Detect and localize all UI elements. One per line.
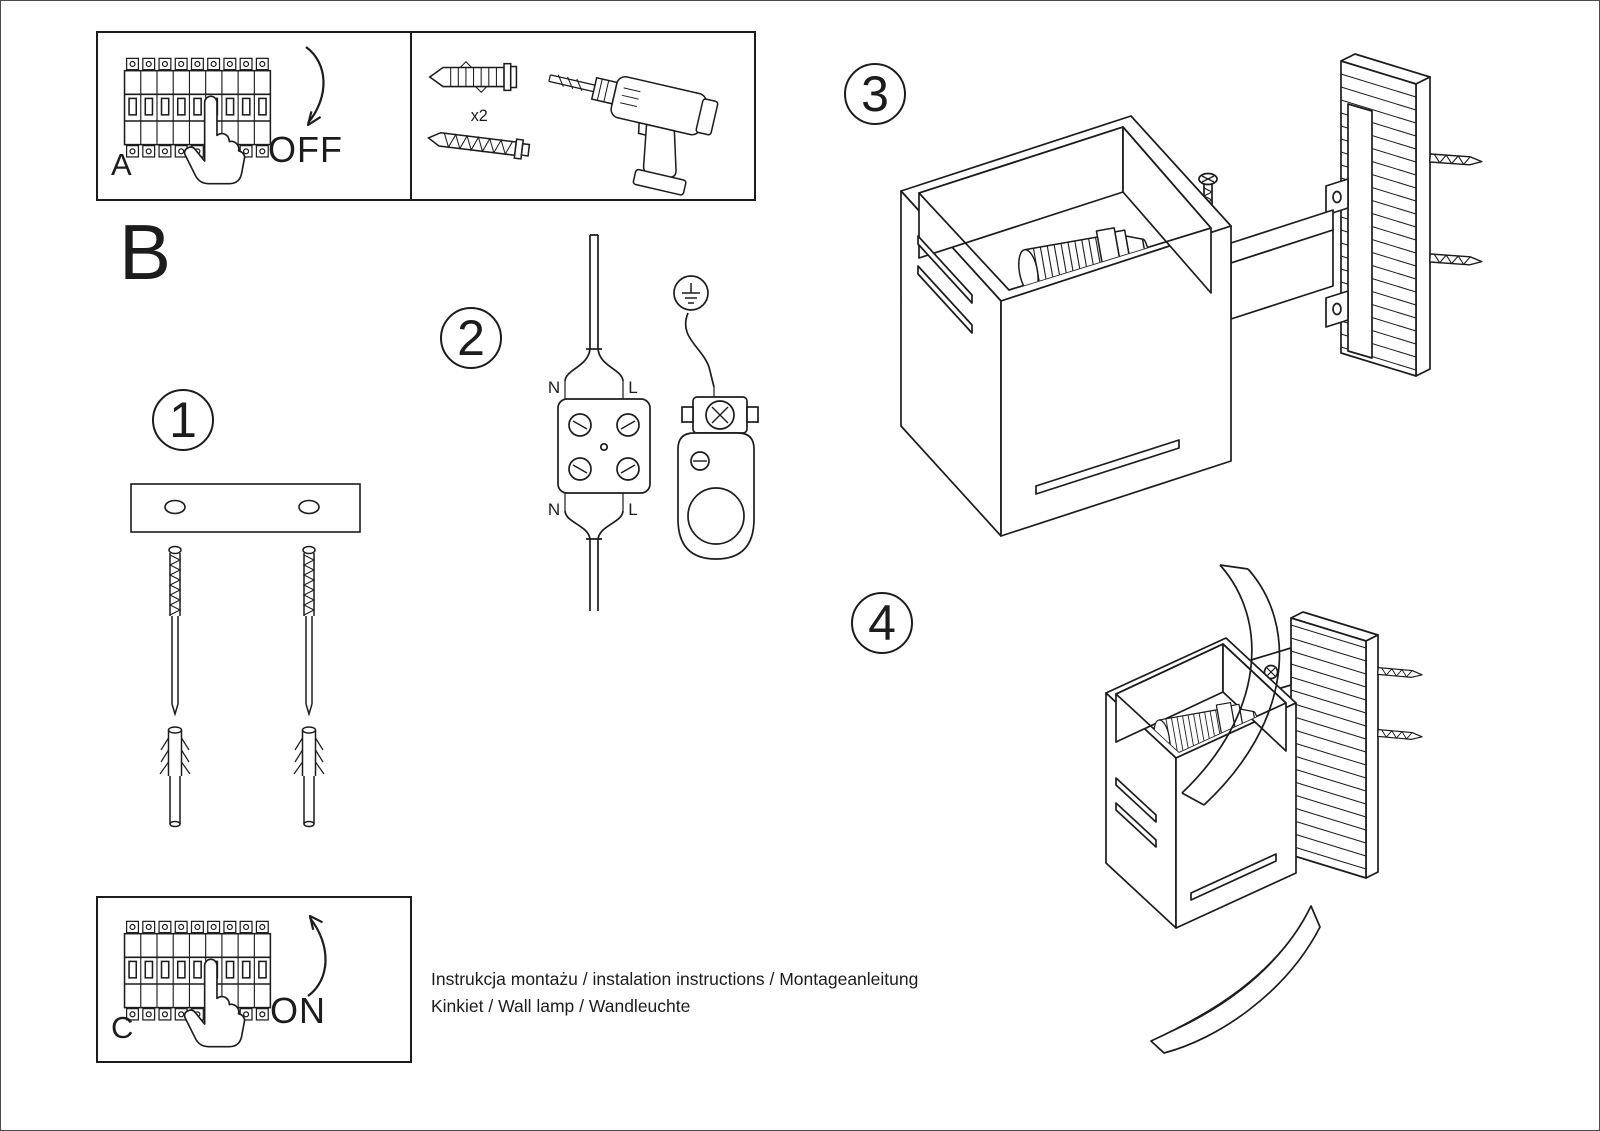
footer-line-2: Kinkiet / Wall lamp / Wandleuchte: [431, 996, 691, 1016]
step2-drawing: N L N L: [548, 234, 759, 611]
plate-hole-left: [164, 499, 186, 515]
wall-screw-top-icon: [1376, 666, 1424, 679]
footer: Instrukcja montażu / instalation instruc…: [431, 966, 918, 1020]
step-number: 1: [169, 392, 197, 448]
step-3-badge: 3: [844, 63, 906, 125]
section-c-power-on: ON C: [96, 896, 412, 1063]
on-label: ON: [270, 990, 326, 1031]
wall-plate: [1290, 611, 1379, 879]
step1-drawing: [130, 483, 361, 828]
screw-anchor-right-icon: [293, 545, 325, 828]
step-2-badge: 2: [440, 307, 502, 369]
step-number: 3: [861, 66, 889, 122]
ground-connector-icon: [673, 275, 759, 560]
circuit-breaker-drawing: [114, 45, 284, 197]
anchor-qty-label: x2: [471, 107, 488, 125]
step-4-badge: 4: [851, 592, 913, 654]
section-b-label: B: [119, 208, 172, 296]
wall-anchor-icon: [428, 61, 518, 94]
step4-drawing: [1105, 564, 1424, 1054]
step-number: 4: [868, 595, 896, 651]
lamp-housing: [900, 115, 1232, 537]
arrow-up-icon: [307, 914, 327, 997]
mounting-plate: [130, 483, 361, 533]
off-label: OFF: [268, 129, 343, 170]
mounting-arm: [1230, 209, 1334, 320]
label-n-bottom: N: [548, 500, 560, 519]
circuit-breaker-drawing: [114, 908, 284, 1060]
section-c-label: C: [111, 1010, 134, 1045]
label-l-bottom: L: [628, 500, 637, 519]
section-a-label: A: [111, 147, 132, 182]
circuit-breaker-icon: [125, 921, 271, 1046]
glass-diffuser-icon: [1150, 564, 1321, 1054]
screw-icon: [426, 131, 531, 160]
section-a-power-off: OFF A: [96, 31, 412, 201]
step-number: 2: [457, 310, 485, 366]
drill-icon: [548, 74, 719, 196]
section-tools: x2: [410, 31, 756, 201]
arrow-down-icon: [305, 46, 325, 127]
wall-screw-bottom-icon: [1428, 253, 1484, 267]
mounting-bracket: [1325, 103, 1373, 359]
label-n-top: N: [548, 378, 560, 397]
screw-anchor-left-icon: [159, 545, 191, 828]
wall-screw-top-icon: [1428, 153, 1484, 167]
lamp-housing: [1105, 637, 1297, 929]
step-1-badge: 1: [152, 389, 214, 451]
step3-drawing: [900, 53, 1484, 537]
terminal-block-icon: [557, 234, 651, 611]
plate-hole-right: [298, 499, 320, 515]
tools-drawing: x2: [426, 61, 719, 196]
wall-screw-bottom-icon: [1376, 728, 1424, 741]
circuit-breaker-icon: [125, 58, 271, 183]
footer-line-1: Instrukcja montażu / instalation instruc…: [431, 969, 919, 989]
label-l-top: L: [628, 378, 637, 397]
